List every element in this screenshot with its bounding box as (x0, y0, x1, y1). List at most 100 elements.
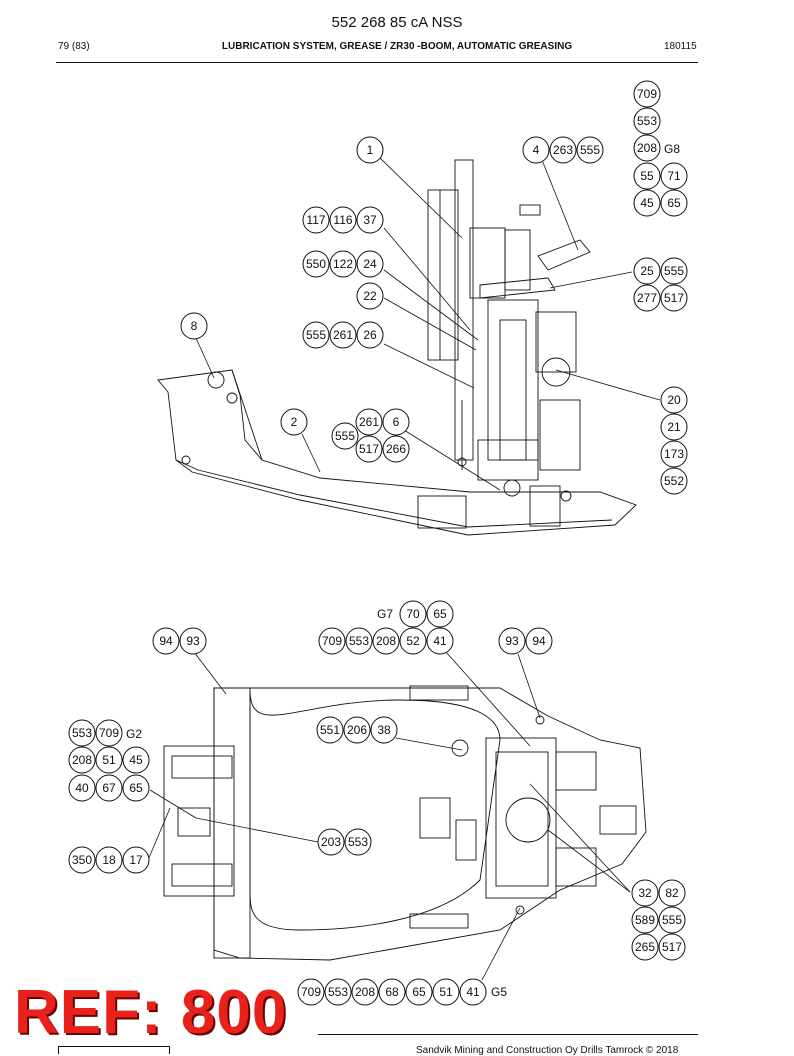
callout-label: 263 (553, 143, 573, 157)
group-label-g2: G2 (126, 727, 142, 741)
callout-52: 52 (399, 627, 427, 655)
callout-265: 265 (631, 933, 659, 961)
callout-label: 265 (635, 940, 655, 954)
callout-label: 203 (321, 835, 341, 849)
callout-208-a: 208 (372, 627, 400, 655)
callout-label: 65 (412, 985, 426, 999)
group-label-g5: G5 (491, 985, 507, 999)
callout-206: 206 (343, 716, 371, 744)
callout-label: 70 (406, 607, 420, 621)
callout-555-c: 555 (302, 321, 330, 349)
callout-label: 116 (333, 213, 352, 227)
callout-label: 266 (386, 442, 406, 456)
callout-label: 41 (466, 985, 480, 999)
callout-label: 555 (664, 264, 684, 278)
callout-550: 550 (302, 250, 330, 278)
callout-label: 350 (72, 853, 92, 867)
footer-copyright: Sandvik Mining and Construction Oy Drill… (416, 1045, 679, 1056)
callout-label: 122 (333, 257, 353, 271)
callout-45-b: 45 (122, 746, 150, 774)
callout-label: 65 (129, 781, 143, 795)
callout-label: 709 (99, 726, 119, 740)
callout-551: 551 (316, 716, 344, 744)
callout-350: 350 (68, 846, 96, 874)
callout-45-top: 45 (633, 189, 661, 217)
callout-label: 6 (393, 415, 400, 429)
date-code: 180115 (664, 41, 697, 52)
callout-label: 51 (102, 753, 116, 767)
callout-589: 589 (631, 906, 659, 934)
callout-709-top: 709 (633, 80, 661, 108)
callout-label: 41 (433, 634, 447, 648)
callout-55: 55 (633, 162, 661, 190)
document-number: 552 268 85 cA NSS (331, 14, 463, 31)
callout-label: 277 (637, 291, 657, 305)
callout-label: 26 (363, 328, 377, 342)
callout-17: 17 (122, 846, 150, 874)
callout-label: 93 (505, 634, 519, 648)
callout-555-a: 555 (576, 136, 604, 164)
boom-side-view (157, 159, 637, 536)
callout-label: 206 (347, 723, 367, 737)
boom-top-view (163, 685, 647, 961)
callout-label: 555 (306, 328, 326, 342)
callout-label: 551 (320, 723, 340, 737)
callout-261-b: 261 (355, 408, 383, 436)
callout-94-a: 94 (152, 627, 180, 655)
callout-65-b: 65 (122, 774, 150, 802)
callout-82: 82 (658, 879, 686, 907)
callout-32: 32 (631, 879, 659, 907)
callout-555-b: 555 (660, 257, 688, 285)
callout-203: 203 (317, 828, 345, 856)
callout-label: 21 (667, 420, 681, 434)
callout-label: 82 (665, 886, 679, 900)
callout-label: 93 (186, 634, 200, 648)
callout-label: 45 (640, 196, 654, 210)
callout-label: 208 (72, 753, 92, 767)
callout-555: 555 (658, 906, 686, 934)
callout-label: 553 (328, 985, 348, 999)
callout-517-b: 517 (355, 435, 383, 463)
callout-label: 40 (75, 781, 89, 795)
callout-label: 517 (359, 442, 379, 456)
callout-26: 26 (356, 321, 384, 349)
header-rule (56, 62, 698, 63)
callout-517: 517 (658, 933, 686, 961)
brand-logo (58, 1046, 170, 1054)
callout-label: 55 (640, 169, 654, 183)
callout-553-a: 553 (345, 627, 373, 655)
callout-2: 2 (280, 408, 308, 436)
callout-label: 709 (637, 87, 657, 101)
callout-68: 68 (378, 978, 406, 1006)
callout-label: 24 (363, 257, 377, 271)
callout-18: 18 (95, 846, 123, 874)
callout-label: 22 (363, 289, 377, 303)
callout-label: 51 (439, 985, 453, 999)
callout-709-c: 709 (297, 978, 325, 1006)
callout-label: 2 (291, 415, 298, 429)
callout-label: 553 (637, 114, 657, 128)
callout-20: 20 (660, 386, 688, 414)
callout-261-a: 261 (329, 321, 357, 349)
callout-label: 553 (348, 835, 368, 849)
callout-label: 208 (637, 141, 657, 155)
callout-51-a: 51 (95, 746, 123, 774)
callout-label: 71 (667, 169, 681, 183)
callout-label: 261 (333, 328, 353, 342)
callout-709-a: 709 (318, 627, 346, 655)
callout-93-a: 93 (179, 627, 207, 655)
callout-label: 553 (72, 726, 92, 740)
callout-label: 550 (306, 257, 326, 271)
callout-4: 4 (522, 136, 550, 164)
callout-40: 40 (68, 774, 96, 802)
callout-label: 37 (363, 213, 377, 227)
callout-51-b: 51 (432, 978, 460, 1006)
callout-93-b: 93 (498, 627, 526, 655)
callout-709-b: 709 (95, 719, 123, 747)
callout-208-c: 208 (351, 978, 379, 1006)
callout-label: 173 (664, 447, 684, 461)
callout-263: 263 (549, 136, 577, 164)
leader-lines-bottom (147, 651, 631, 981)
callout-label: 589 (635, 913, 655, 927)
